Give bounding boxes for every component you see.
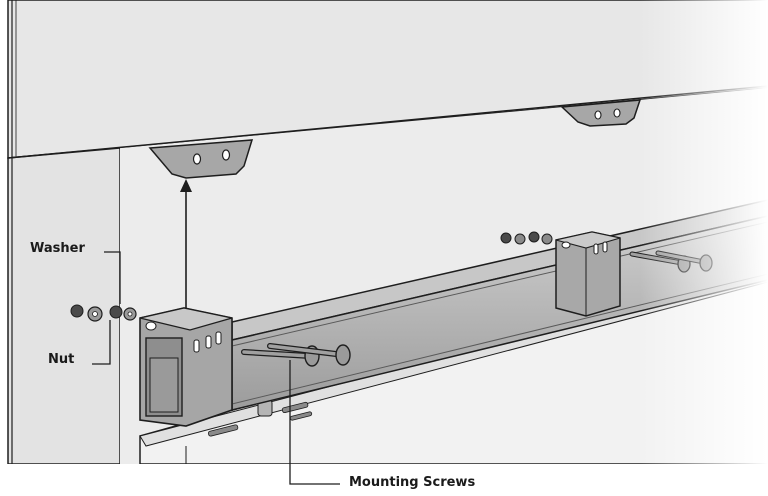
bracket-slot [205, 335, 212, 349]
nuts-and-washers-right [500, 231, 553, 245]
nuts-and-washers-left [70, 304, 137, 322]
ceiling-bracket-right [560, 99, 642, 127]
nut-icon [528, 231, 540, 243]
nut-label: Nut [48, 352, 75, 367]
nut-icon [70, 304, 84, 318]
bracket-hole [192, 153, 202, 165]
right-fade-overlay [640, 0, 768, 496]
bracket-hole [145, 321, 157, 331]
ceiling-bracket-left [148, 139, 254, 179]
ceiling-surface [7, 0, 768, 159]
bracket-hole [561, 241, 571, 249]
bracket-slot [593, 243, 599, 255]
nut-leader [92, 320, 111, 365]
rail-end-bracket [139, 307, 233, 427]
bracket-slot [193, 339, 200, 353]
washer-label: Washer [30, 241, 85, 256]
bracket-hole [613, 108, 621, 118]
mounting-screws-front [241, 343, 351, 367]
left-wall-panel [7, 147, 121, 465]
washer-icon [514, 233, 526, 245]
mounting-screws-label: Mounting Screws [349, 475, 476, 490]
washer-leader [104, 251, 121, 304]
bracket-slot [215, 331, 222, 345]
nut-icon [109, 305, 123, 319]
nut-icon [500, 232, 512, 244]
bottom-fade [0, 464, 768, 496]
upward-arrow [180, 179, 192, 318]
bracket-hole [594, 110, 602, 120]
bracket-hole [221, 149, 231, 161]
rail-middle-bracket [555, 231, 621, 317]
washer-icon [541, 233, 553, 245]
bracket-slot [602, 241, 608, 253]
